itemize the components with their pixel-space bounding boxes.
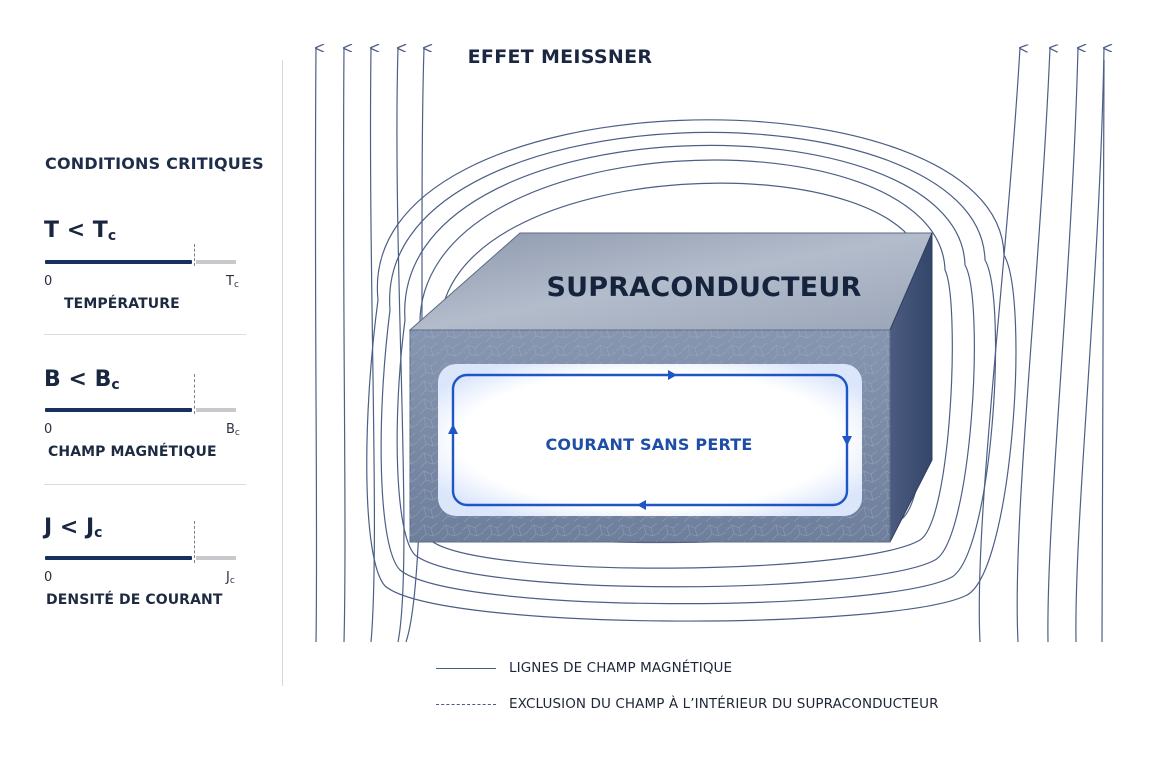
arrow-up-icon: [448, 424, 458, 434]
superconductor-block: [408, 232, 933, 543]
condition-label: T < Tc: [44, 218, 117, 244]
scale-critical: Tc: [226, 274, 239, 290]
field-line: [342, 48, 345, 643]
critical-conditions-panel: CONDITIONS CRITIQUES T < Tc 0 Tc TEMPÉRA…: [0, 0, 282, 768]
condition-temperature: T < Tc 0 Tc TEMPÉRATURE: [44, 218, 244, 328]
panel-divider: [282, 60, 283, 686]
field-line: [396, 48, 404, 643]
scale-bar-rest: [196, 408, 236, 412]
separator: [44, 334, 246, 335]
scale-bar-fill: [45, 556, 192, 560]
scale-bar-fill: [45, 408, 192, 412]
field-loop: [366, 119, 1017, 622]
legend-label: LIGNES DE CHAMP MAGNÉTIQUE: [509, 660, 733, 676]
field-line: [369, 48, 375, 643]
scale-critical: Bc: [226, 422, 240, 438]
diagram-title: EFFET MEISSNER: [467, 46, 653, 68]
critical-marker: [194, 374, 195, 414]
condition-label: B < Bc: [44, 367, 120, 393]
arrow-left-icon: [637, 500, 646, 510]
legend-solid-line-icon: [436, 668, 496, 669]
condition-magnetic-field: B < Bc 0 Bc CHAMP MAGNÉTIQUE: [44, 367, 244, 477]
field-loop: [396, 144, 975, 588]
legend-dashed-line-icon: [436, 704, 496, 705]
scale-zero: 0: [44, 422, 53, 437]
separator: [44, 484, 246, 485]
field-line: [1016, 48, 1050, 643]
condition-name: TEMPÉRATURE: [64, 296, 180, 312]
field-line: [314, 48, 316, 643]
scale-zero: 0: [44, 570, 53, 585]
arrow-down-icon: [842, 436, 852, 446]
scale-bar-fill: [45, 260, 192, 264]
field-lines-right: [978, 48, 1105, 643]
field-line: [1075, 48, 1104, 643]
condition-current-density: J < Jc 0 Jc DENSITÉ DE COURANT: [44, 515, 244, 625]
condition-name: DENSITÉ DE COURANT: [46, 592, 223, 608]
legend-label: EXCLUSION DU CHAMP À L’INTÉRIEUR DU SUPR…: [509, 696, 939, 712]
superconductor-label: SUPRACONDUCTEUR: [546, 272, 862, 303]
critical-marker: [194, 244, 195, 266]
field-line: [1047, 48, 1078, 643]
condition-label: J < Jc: [44, 515, 103, 541]
condition-name: CHAMP MAGNÉTIQUE: [48, 444, 217, 460]
scale-critical: Jc: [226, 570, 235, 586]
field-line: [978, 48, 1020, 643]
scale-bar-rest: [196, 556, 236, 560]
current-label: COURANT SANS PERTE: [545, 435, 753, 454]
current-arrows: [448, 370, 852, 510]
scale-zero: 0: [44, 274, 53, 289]
field-lines-left: [314, 48, 424, 643]
field-loop: [380, 131, 997, 605]
field-line: [1101, 59, 1105, 643]
arrow-right-icon: [668, 370, 677, 380]
panel-title: CONDITIONS CRITIQUES: [45, 154, 264, 173]
critical-marker: [194, 521, 195, 563]
scale-bar-rest: [196, 260, 236, 264]
inner-region: [438, 364, 862, 516]
